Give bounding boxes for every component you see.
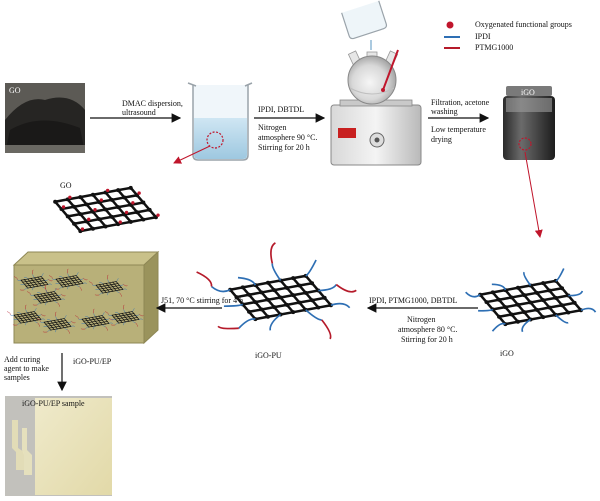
sample-photo (5, 396, 112, 496)
sample-label: iGO-PU/EP sample (22, 399, 85, 408)
step-dispersion-line2: ultrasound (122, 108, 156, 117)
step-reaction1-line2: atmosphere 90 °C. (258, 133, 318, 142)
igo-pu-sheet (196, 242, 357, 340)
composite-label: iGO-PU/EP (73, 357, 112, 366)
step-filtration-line3: Low temperature (431, 125, 486, 134)
go-sheet-label: GO (60, 181, 72, 190)
step-reaction2-line3: Stirring for 20 h (401, 335, 453, 344)
zoom-indicator-igo (524, 151, 543, 238)
go-powder-label: GO (9, 86, 21, 95)
igo-sheet-label: iGO (500, 349, 514, 358)
step-cure-line2: agent to make (4, 364, 49, 373)
legend-ptmg-label: PTMG1000 (475, 43, 514, 52)
legend-markers (444, 21, 460, 49)
go-sheet (53, 185, 160, 234)
step-filtration-line1: Filtration, acetone (431, 98, 490, 107)
step-reaction2-line2: atmosphere 80 °C. (398, 325, 458, 334)
step-reaction1-reagents: IPDI, DBTDL (258, 105, 305, 114)
legend-oxygen-marker (446, 21, 454, 29)
step-cure-line3: samples (4, 373, 30, 382)
igo-sheet (465, 268, 597, 333)
igo-vial-photo (494, 83, 564, 163)
step-reaction2-reagents: IPDI, PTMG1000, DBTDL (369, 296, 458, 305)
legend-oxygen-label: Oxygenated functional groups (475, 20, 572, 29)
step-filtration-line2: washing (431, 107, 458, 116)
step-reaction1-line1: Nitrogen (258, 123, 287, 132)
step-dispersion-line1: DMAC dispersion, (122, 99, 183, 108)
step-filtration-line4: drying (431, 135, 452, 144)
beaker-icon (187, 82, 253, 161)
legend-ipdi-label: IPDI (475, 32, 491, 41)
composite-block (6, 250, 160, 345)
step-reaction2-line1: Nitrogen (407, 315, 436, 324)
step-cure-line1: Add curing (4, 355, 41, 364)
go-powder-photo (5, 83, 85, 153)
reaction-apparatus-icon (330, 0, 422, 166)
zoom-indicator-go (173, 145, 211, 164)
igo-vial-label: iGO (521, 88, 535, 97)
step-blend: J51, 70 °C stirring for 4 h (161, 296, 244, 305)
step-reaction1-line3: Stirring for 20 h (258, 143, 310, 152)
igo-pu-sheet-label: iGO-PU (255, 351, 282, 360)
